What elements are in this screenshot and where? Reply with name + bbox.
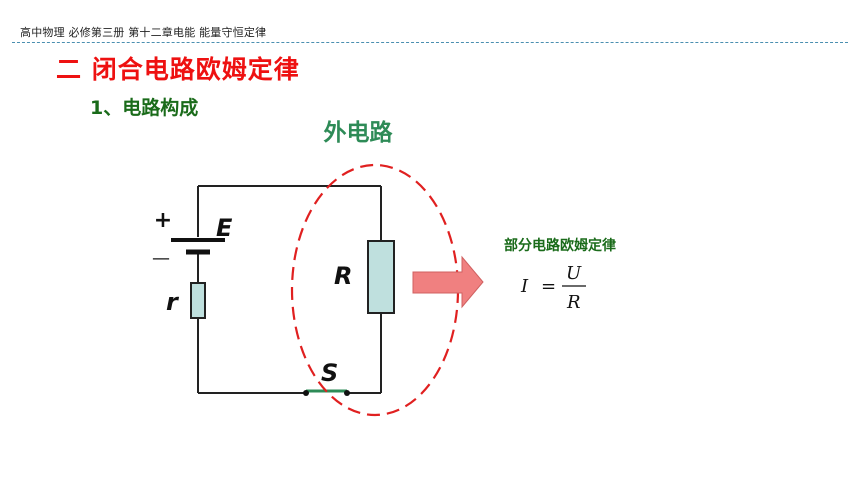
emf-label: E <box>216 214 233 242</box>
formula-lhs: I <box>520 276 529 297</box>
header-divider <box>12 42 848 43</box>
switch-label: S <box>321 359 338 387</box>
section-title: 二 闭合电路欧姆定律 <box>56 55 300 84</box>
formula-numerator: U <box>566 263 582 284</box>
ohm-law-formula: I = U R <box>520 263 586 313</box>
formula-denominator: R <box>566 292 581 313</box>
resistor-label: R <box>334 262 352 290</box>
internal-resistance-label: r <box>166 288 180 316</box>
minus-sign: — <box>152 248 170 269</box>
law-title: 部分电路欧姆定律 <box>504 237 616 254</box>
outer-circuit-label: 外电路 <box>324 119 394 146</box>
external-resistor <box>367 240 395 314</box>
right-arrow-icon <box>412 255 484 309</box>
breadcrumb: 高中物理 必修第三册 第十二章电能 能量守恒定律 <box>20 26 267 39</box>
subsection-title: 1、电路构成 <box>90 97 199 119</box>
battery-symbol <box>171 238 225 255</box>
formula-equals: = <box>541 276 556 297</box>
plus-sign: + <box>154 208 172 233</box>
circuit-wires <box>197 185 382 394</box>
internal-resistor <box>190 282 206 319</box>
